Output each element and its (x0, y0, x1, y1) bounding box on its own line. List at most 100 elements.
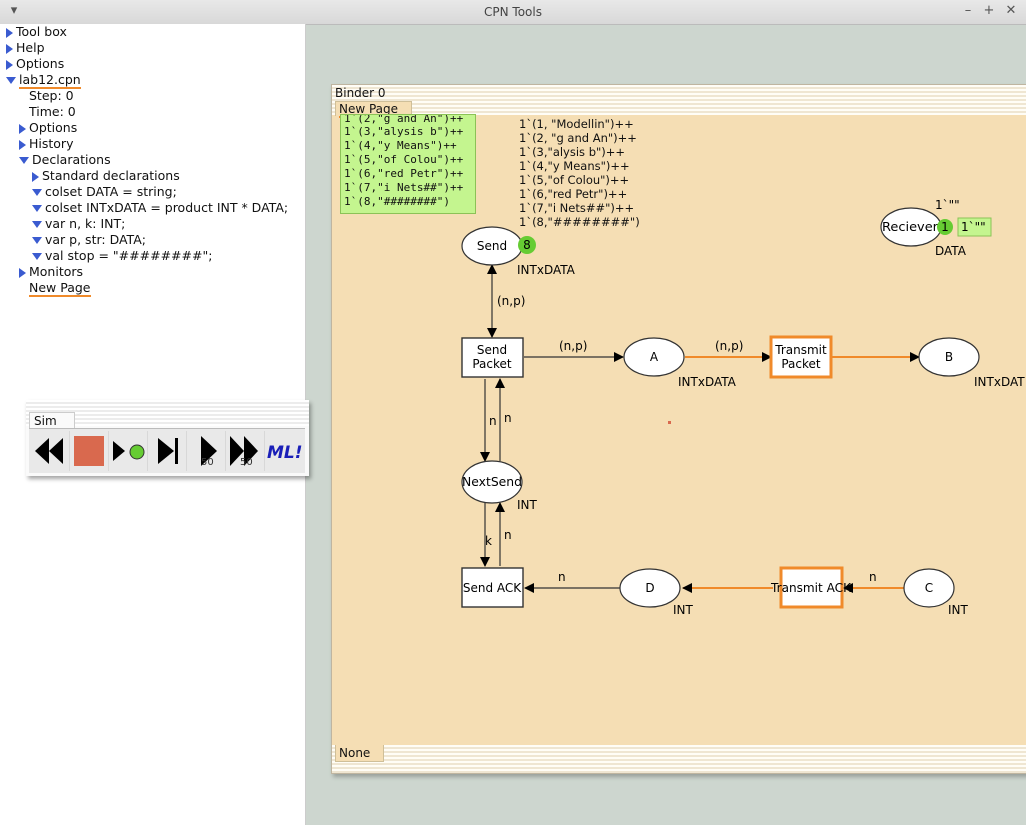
place-a[interactable]: A INTxDATA (623, 337, 737, 389)
declaration-item[interactable]: var n, k: INT; (32, 216, 125, 232)
initial-marking-line[interactable]: 1`(3,"alysis b")++ (519, 145, 626, 159)
step-end-button[interactable] (148, 431, 187, 471)
declaration-item[interactable]: val stop = "########"; (32, 248, 212, 264)
transition-label: Send ACK (463, 581, 522, 595)
declaration-item[interactable]: var p, str: DATA; (32, 232, 146, 248)
initial-marking-line[interactable]: 1`(6,"red Petr")++ (519, 187, 628, 201)
stop-icon (74, 436, 104, 466)
declaration-text: colset DATA = string; (45, 184, 177, 199)
tree-item-toolbox[interactable]: Tool box (6, 24, 67, 40)
current-marking: 1`"" (961, 220, 986, 234)
tree-item-label: Options (29, 120, 78, 135)
tree-item-declarations[interactable]: Declarations (19, 152, 111, 168)
transition-transmit-packet[interactable]: Transmit Packet (769, 335, 833, 379)
tree-item-label: Standard declarations (42, 168, 180, 183)
collapse-icon (32, 253, 42, 260)
sim-palette[interactable]: Sim 50 50 ML! (26, 400, 309, 476)
collapse-icon (6, 77, 16, 84)
tab-new-page[interactable]: New Page (335, 101, 412, 118)
sim-tab[interactable]: Sim (29, 412, 75, 429)
stop-button[interactable] (70, 431, 109, 471)
initial-marking-line[interactable]: 1`(7,"i Nets##")++ (519, 201, 635, 215)
fast-forward-button[interactable]: 50 (226, 431, 265, 471)
place-reciever[interactable]: Reciever DATA 1`"" 1 1`"" (880, 198, 992, 258)
arc-label: n (558, 570, 566, 584)
play-button[interactable]: 50 (187, 431, 226, 471)
place-b[interactable]: B INTxDAT (918, 337, 1025, 389)
petri-net-canvas[interactable]: (n,p) (n,p) (n,p) n n k n n n Send INTxD… (331, 84, 1026, 744)
place-type: INTxDATA (517, 263, 576, 277)
place-type: DATA (935, 244, 967, 258)
rewind-button[interactable] (31, 431, 70, 471)
minimize-icon[interactable]: – (964, 3, 972, 18)
tree-item-label: New Page (29, 280, 91, 297)
fast-forward-icon (230, 436, 258, 466)
place-d[interactable]: D INT (619, 568, 694, 617)
initial-marking-line[interactable]: 1`(5,"of Colou")++ (519, 173, 630, 187)
place-label: Reciever (882, 220, 938, 234)
rewind-icon (35, 438, 63, 464)
ml-label: ML! (267, 443, 303, 463)
transition-label: Packet (781, 357, 821, 371)
declaration-item[interactable]: colset INTxDATA = product INT * DATA; (32, 200, 288, 216)
transition-label: Transmit ACK (770, 581, 852, 595)
declaration-text: val stop = "########"; (45, 248, 213, 263)
tree-item-monitors[interactable]: Monitors (19, 264, 83, 280)
initial-marking-line[interactable]: 1`(2, "g and An")++ (519, 131, 637, 145)
ml-evaluate-button[interactable]: ML! (265, 431, 303, 471)
collapse-icon (32, 237, 42, 244)
single-step-button[interactable] (109, 431, 148, 471)
place-send[interactable]: Send INTxDATA 8 (461, 226, 576, 277)
place-nextsend[interactable]: NextSend INT (461, 460, 538, 512)
tree-item-standard-declarations[interactable]: Standard declarations (32, 168, 180, 184)
place-type: INT (948, 603, 969, 617)
tree-item-label: lab12.cpn (19, 72, 81, 89)
place-type: INTxDAT (974, 375, 1025, 389)
tree-item-sub-options[interactable]: Options (19, 120, 77, 136)
marking-box[interactable] (957, 217, 992, 237)
transition-send-packet[interactable]: Send Packet (461, 337, 524, 378)
place-type: INTxDATA (678, 375, 737, 389)
binder-footer: None (332, 745, 1026, 773)
window-title: CPN Tools (484, 5, 542, 19)
send-current-marking[interactable]: 1`(2,"g and An")++ 1`(3,"alysis b")++ 1`… (340, 114, 476, 214)
selection-dot (668, 421, 671, 424)
declaration-text: colset INTxDATA = product INT * DATA; (45, 200, 289, 215)
token-badge (518, 236, 536, 254)
tree-item-label: History (29, 136, 74, 151)
initial-marking-line[interactable]: 1`(8,"########") (519, 215, 640, 229)
collapse-icon (19, 157, 29, 164)
arc-label: n (504, 411, 512, 425)
step-readout: Step: 0 (29, 88, 74, 103)
play-icon (201, 436, 217, 466)
place-label: D (645, 581, 654, 595)
marking-line: 1`(4,"y Means")++ (344, 139, 457, 152)
arc-label: n (869, 570, 877, 584)
collapse-icon (32, 189, 42, 196)
transition-send-ack[interactable]: Send ACK (461, 567, 524, 608)
maximize-icon[interactable]: + (983, 3, 995, 18)
chevron-down-icon[interactable]: ▾ (10, 3, 18, 18)
place-c[interactable]: C INT (903, 568, 969, 617)
arc-label: n (489, 414, 497, 428)
tab-none[interactable]: None (335, 745, 384, 762)
arc-label: (n,p) (559, 339, 587, 353)
place-label: B (945, 350, 953, 364)
expand-icon (19, 267, 26, 278)
tree-item-history[interactable]: History (19, 136, 73, 152)
place-label: C (925, 581, 933, 595)
marking-line: 1`(8,"########") (344, 195, 450, 208)
collapse-icon (32, 205, 42, 212)
initial-marking-line[interactable]: 1`(1, "Modellin")++ (519, 117, 634, 131)
token-count: 8 (523, 238, 531, 252)
tree-item-options[interactable]: Options (6, 56, 64, 72)
place-type: INT (673, 603, 694, 617)
close-icon[interactable]: ✕ (1005, 3, 1017, 18)
declaration-item[interactable]: colset DATA = string; (32, 184, 177, 200)
tree-item-new-page[interactable]: New Page (29, 280, 91, 297)
initial-marking-line[interactable]: 1`(4,"y Means")++ (519, 159, 630, 173)
place-type: INT (517, 498, 538, 512)
tree-item-file[interactable]: lab12.cpn (6, 72, 81, 89)
transition-transmit-ack[interactable]: Transmit ACK (770, 566, 852, 609)
tree-item-help[interactable]: Help (6, 40, 45, 56)
